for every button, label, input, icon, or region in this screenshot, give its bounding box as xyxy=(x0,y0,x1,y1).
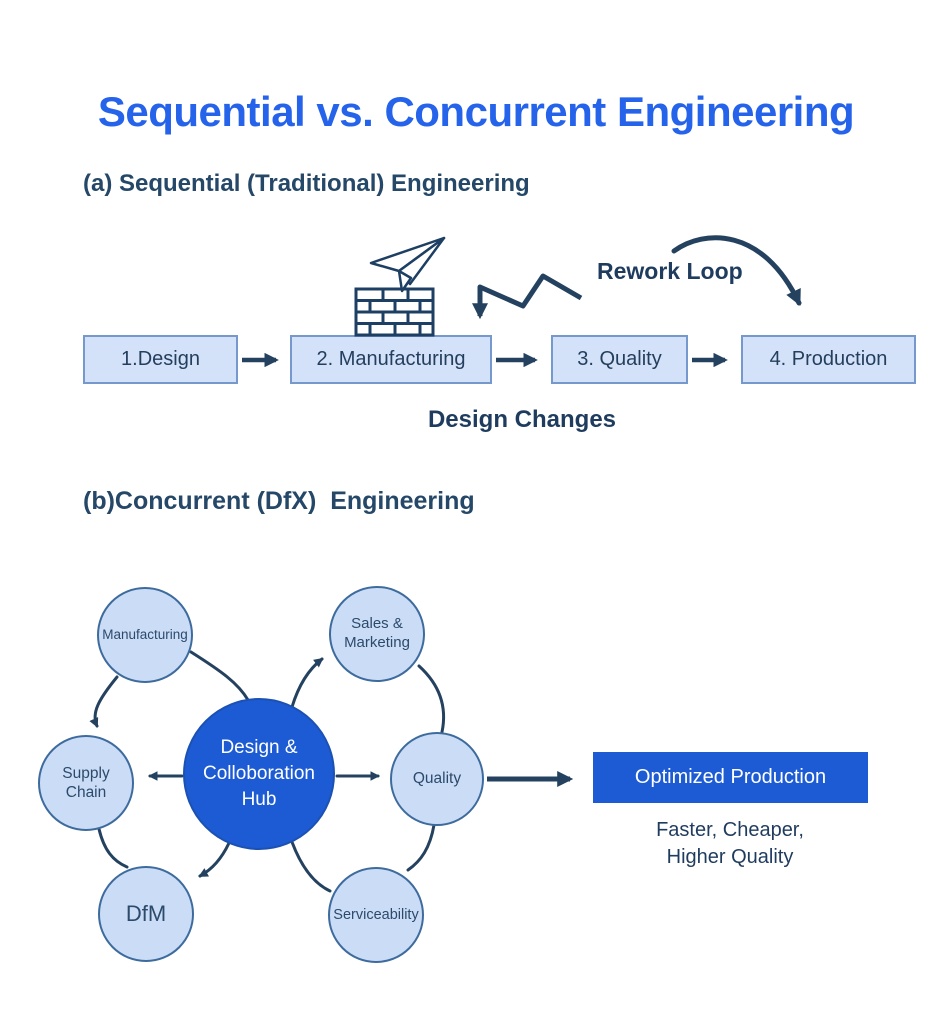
circle-dfm: DfM xyxy=(98,866,194,962)
circle-label: Manufacturing xyxy=(102,626,188,642)
design-changes-zigzag-arrow xyxy=(471,273,583,320)
circle-label: Sales & Marketing xyxy=(344,615,410,653)
hub-label: Design & Colloboration Hub xyxy=(203,735,315,813)
circle-label-line: Sales & xyxy=(351,615,403,633)
salesmarketing-to-quality-curve xyxy=(417,664,446,734)
section-a-heading: (a) Sequential (Traditional) Engineering xyxy=(83,170,530,197)
hub-to-serviceability-curve xyxy=(290,840,332,893)
manufacturing-to-hub-curve xyxy=(189,650,250,702)
circle-quality: Quality xyxy=(390,732,484,826)
brick-wall-icon xyxy=(354,287,435,337)
hub-to-dfm-arrow xyxy=(198,841,231,878)
circle-label-line: Marketing xyxy=(344,634,410,651)
manufacturing-to-supplychain-arrow xyxy=(89,675,119,728)
flow-box-label: 3. Quality xyxy=(577,348,662,370)
result-caption-line: Faster, Cheaper, xyxy=(656,819,804,841)
hub-label-line: Design & xyxy=(220,737,298,758)
circle-label: DfM xyxy=(125,901,167,927)
flow-box-manufacturing: 2. Manufacturing xyxy=(290,335,492,384)
hub-to-salesmarketing-arrow xyxy=(290,657,324,709)
design-changes-label: Design Changes xyxy=(427,406,617,433)
rework-loop-label: Rework Loop xyxy=(597,258,743,284)
circle-serviceability: Serviceability xyxy=(328,867,424,963)
circle-supply-chain: Supply Chain xyxy=(38,735,134,831)
flow-box-label: 1.Design xyxy=(121,348,200,370)
section-b-heading: (b)Concurrent (DfX) Engineering xyxy=(83,487,475,515)
quality-to-serviceability-curve xyxy=(406,823,436,872)
hub-label-line: Hub xyxy=(241,789,277,810)
hub-label-line: Colloboration xyxy=(203,763,315,784)
result-caption-line: Higher Quality xyxy=(666,846,794,868)
circle-label: Serviceability xyxy=(333,906,419,923)
design-collaboration-hub-circle: Design & Colloboration Hub xyxy=(183,698,335,850)
result-box-label: Optimized Production xyxy=(634,766,827,788)
flow-box-production: 4. Production xyxy=(741,335,916,384)
paper-plane-icon xyxy=(369,236,446,293)
circle-manufacturing: Manufacturing xyxy=(97,587,193,683)
circle-sales-marketing: Sales & Marketing xyxy=(329,586,425,682)
optimized-production-box: Optimized Production xyxy=(593,752,868,803)
result-caption: Faster, Cheaper, Higher Quality xyxy=(600,817,860,871)
flow-box-label: 4. Production xyxy=(769,348,888,370)
flow-box-label: 2. Manufacturing xyxy=(316,348,466,370)
flow-box-quality: 3. Quality xyxy=(551,335,688,384)
circle-label: Supply Chain xyxy=(62,764,110,801)
page-title: Sequential vs. Concurrent Engineering xyxy=(97,88,855,135)
supplychain-to-dfm-curve xyxy=(97,827,129,869)
circle-label: Quality xyxy=(412,770,462,788)
flow-box-design: 1.Design xyxy=(83,335,238,384)
